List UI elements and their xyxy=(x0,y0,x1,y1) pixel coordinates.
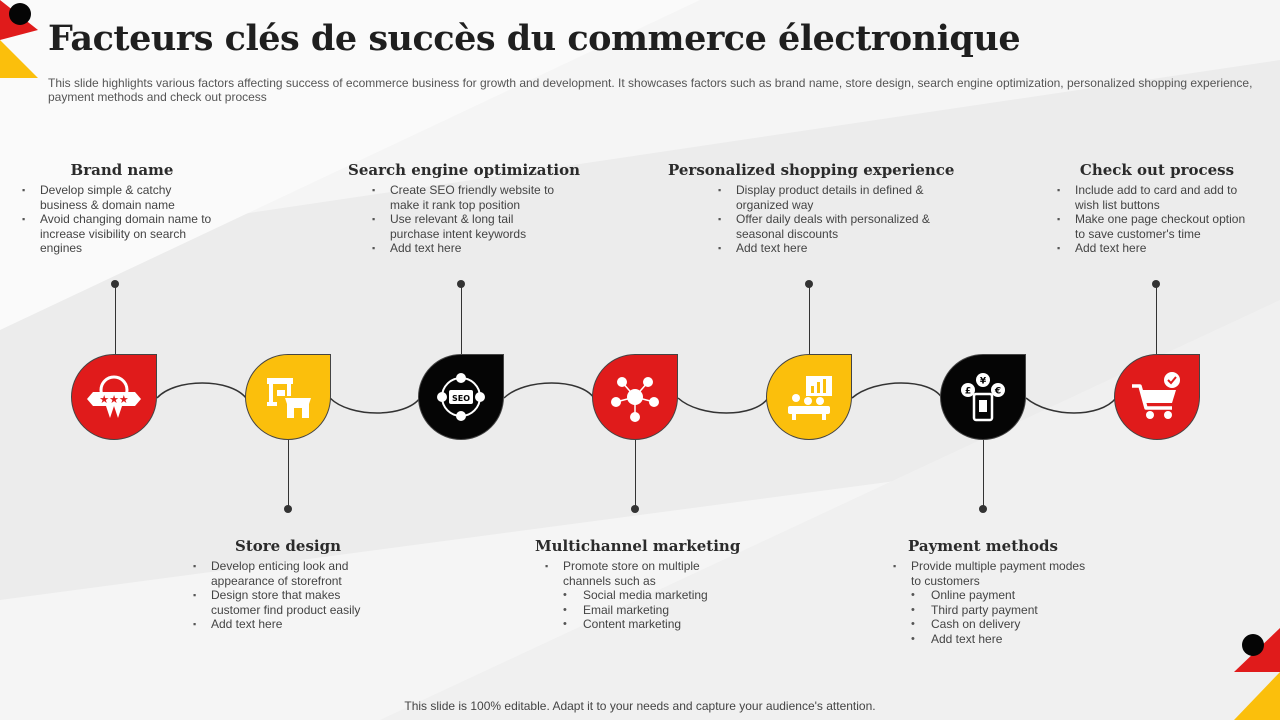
factor-subpoint: Add text here xyxy=(893,632,1093,647)
factor-point: Include add to card and add to wish list… xyxy=(1057,183,1257,212)
connector-dot xyxy=(284,505,292,513)
factor-point: Add text here xyxy=(718,241,940,256)
factor-title: Multichannel marketing xyxy=(535,537,741,555)
factor-point: Develop simple & catchy business & domai… xyxy=(22,183,222,212)
footer-note: This slide is 100% editable. Adapt it to… xyxy=(404,699,876,713)
factor-subpoint: Cash on delivery xyxy=(893,617,1093,632)
personalized-shopping-icon xyxy=(788,376,832,420)
page-subtitle: This slide highlights various factors af… xyxy=(48,76,1253,104)
factor-points: Create SEO friendly website to make it r… xyxy=(372,183,562,256)
factor-point: Add text here xyxy=(1057,241,1257,256)
svg-text:£: £ xyxy=(965,387,971,397)
factor-title: Search engine optimization xyxy=(348,161,581,179)
factor-point: Use relevant & long tail purchase intent… xyxy=(372,212,562,241)
personalized-shopping-badge xyxy=(766,354,852,440)
factor-point: Make one page checkout option to save cu… xyxy=(1057,212,1257,241)
factor-point: Display product details in defined & org… xyxy=(718,183,940,212)
factor-subpoint: Email marketing xyxy=(545,603,725,618)
factor-point: Promote store on multiple channels such … xyxy=(545,559,725,588)
connector-dot xyxy=(631,505,639,513)
factor-point: Create SEO friendly website to make it r… xyxy=(372,183,562,212)
connector-stem xyxy=(1155,284,1157,354)
payment-methods-icon: £ ¥ € xyxy=(961,373,1005,422)
factor-point: Add text here xyxy=(193,617,383,632)
factor-multichannel-marketing: Multichannel marketing Promote store on … xyxy=(535,537,741,632)
factor-title: Personalized shopping experience xyxy=(668,161,955,179)
factor-seo: Search engine optimization Create SEO fr… xyxy=(348,161,581,256)
connector-stem xyxy=(460,284,462,354)
factor-point: Develop enticing look and appearance of … xyxy=(193,559,383,588)
svg-text:★★★: ★★★ xyxy=(99,393,129,406)
factor-subpoint: Content marketing xyxy=(545,617,725,632)
factor-title: Payment methods xyxy=(908,537,1058,555)
factor-points: Develop simple & catchy business & domai… xyxy=(22,183,222,256)
factor-brand-name: Brand name Develop simple & catchy busin… xyxy=(22,161,222,256)
factor-title: Check out process xyxy=(1079,161,1235,179)
factor-title: Store design xyxy=(234,537,341,555)
multichannel-badge xyxy=(592,354,678,440)
connector-dot xyxy=(979,505,987,513)
brand-ribbon-icon: ★★★ xyxy=(87,375,141,418)
factor-store-design: Store design Develop enticing look and a… xyxy=(193,537,383,632)
svg-text:¥: ¥ xyxy=(980,377,987,387)
factor-personalized-shopping: Personalized shopping experience Display… xyxy=(668,161,955,256)
factor-point: Avoid changing domain name to increase v… xyxy=(22,212,222,256)
factor-subpoint: Social media marketing xyxy=(545,588,725,603)
storefront-icon xyxy=(267,378,311,418)
page-title: Facteurs clés de succès du commerce élec… xyxy=(48,18,1021,59)
factor-points: Promote store on multiple channels such … xyxy=(545,559,725,632)
factor-point: Offer daily deals with personalized & se… xyxy=(718,212,940,241)
factor-subpoint: Third party payment xyxy=(893,603,1093,618)
factor-points: Display product details in defined & org… xyxy=(718,183,940,256)
factor-payment-methods: Payment methods Provide multiple payment… xyxy=(890,537,1085,646)
connector-stem xyxy=(808,284,810,354)
factor-points: Develop enticing look and appearance of … xyxy=(193,559,383,632)
svg-text:SEO: SEO xyxy=(452,394,470,403)
svg-text:€: € xyxy=(994,387,1001,397)
multichannel-network-icon xyxy=(611,377,659,422)
factor-checkout-process: Check out process Include add to card an… xyxy=(1057,161,1257,256)
payment-methods-badge: £ ¥ € xyxy=(940,354,1026,440)
connector-stem xyxy=(982,440,984,509)
factor-points: Include add to card and add to wish list… xyxy=(1057,183,1257,256)
factor-subpoint: Online payment xyxy=(893,588,1093,603)
factor-points: Provide multiple payment modes to custom… xyxy=(893,559,1093,646)
shopping-cart-check-icon xyxy=(1132,372,1180,419)
factor-title: Brand name xyxy=(70,161,174,179)
brand-name-badge: ★★★ xyxy=(71,354,157,440)
factor-point: Add text here xyxy=(372,241,562,256)
connector-stem xyxy=(634,440,636,509)
connector-stem xyxy=(287,440,289,509)
factor-point: Design store that makes customer find pr… xyxy=(193,588,383,617)
seo-icon: SEO xyxy=(437,373,485,421)
store-design-badge xyxy=(245,354,331,440)
seo-badge: SEO xyxy=(418,354,504,440)
connector-stem xyxy=(114,284,116,354)
factor-point: Provide multiple payment modes to custom… xyxy=(893,559,1093,588)
checkout-badge xyxy=(1114,354,1200,440)
